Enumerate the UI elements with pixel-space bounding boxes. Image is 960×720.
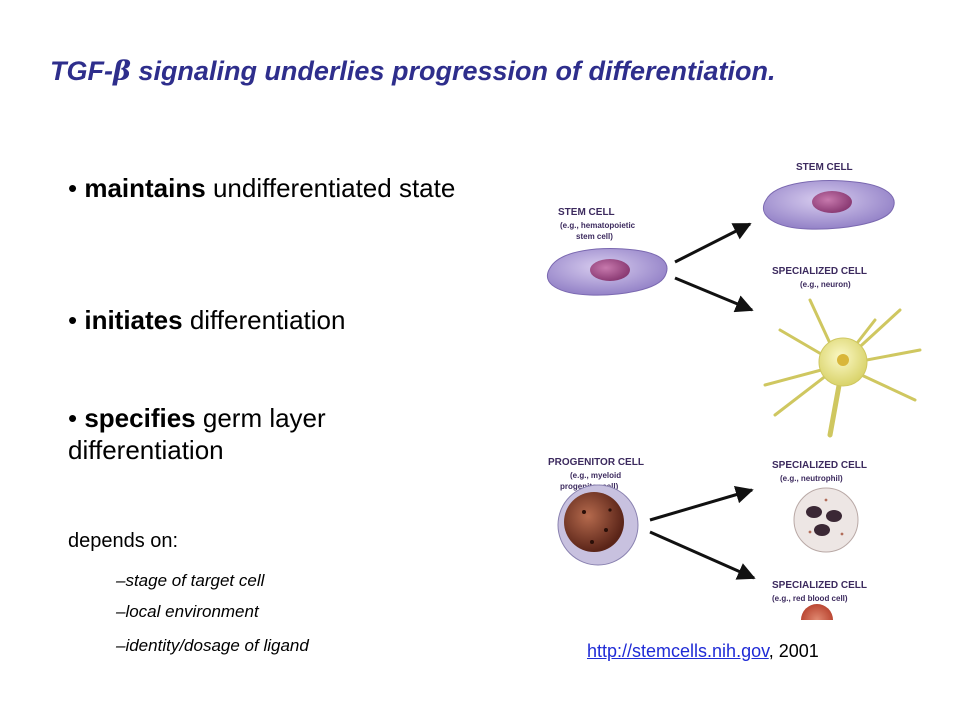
title-prefix: TGF- bbox=[50, 56, 113, 86]
stem-cell-differentiation-figure: STEM CELL (e.g., hematopoietic stem cell… bbox=[547, 162, 922, 620]
title-greek: β bbox=[112, 56, 131, 87]
bullet-marker: • bbox=[68, 305, 78, 335]
label-stem-cell-right: STEM CELL bbox=[796, 162, 853, 173]
bullet-keyword: specifies bbox=[84, 403, 196, 433]
neuron-illustration bbox=[763, 298, 922, 438]
label-stem-cell-left: STEM CELL bbox=[558, 207, 615, 218]
depends-item-stage: –stage of target cell bbox=[116, 571, 265, 590]
label-progenitor-sub1: (e.g., myeloid bbox=[570, 471, 621, 480]
bullet-text: differentiation bbox=[182, 305, 346, 335]
label-specialized-neutrophil-sub: (e.g., neutrophil) bbox=[780, 474, 843, 483]
slide-title: TGF-β signaling underlies progression of… bbox=[50, 56, 930, 87]
label-stem-cell-left-sub1: (e.g., hematopoietic bbox=[560, 221, 636, 230]
label-stem-cell-left-sub2: stem cell) bbox=[576, 232, 613, 241]
bullet-specifies: • specifies germ layer differentiation bbox=[68, 402, 488, 466]
progenitor-cell-illustration bbox=[557, 484, 639, 566]
bullet-text: germ layer differentiation bbox=[68, 403, 326, 465]
label-specialized-neuron-sub: (e.g., neuron) bbox=[800, 280, 851, 289]
neutrophil-illustration bbox=[793, 487, 859, 553]
source-year: , 2001 bbox=[768, 641, 819, 661]
depends-heading: depends on: bbox=[68, 530, 179, 552]
depends-item-environment: –local environment bbox=[116, 602, 259, 621]
bullet-maintains: • maintains undifferentiated state bbox=[68, 172, 488, 204]
bullet-keyword: initiates bbox=[84, 305, 183, 335]
source-citation: http://stemcells.nih.gov, 2001 bbox=[587, 641, 819, 662]
arrow-to-neutrophil bbox=[649, 485, 754, 522]
arrow-to-stem-cell bbox=[674, 222, 752, 264]
bullet-marker: • bbox=[68, 173, 78, 203]
stem-cell-left-illustration bbox=[547, 248, 668, 296]
arrow-to-neuron bbox=[674, 276, 754, 313]
source-link[interactable]: http://stemcells.nih.gov bbox=[587, 641, 769, 661]
title-suffix: signaling underlies progression of diffe… bbox=[130, 56, 776, 86]
bullet-initiates: • initiates differentiation bbox=[68, 304, 488, 336]
stem-cell-right-illustration bbox=[763, 180, 895, 230]
label-specialized-rbc-sub: (e.g., red blood cell) bbox=[772, 594, 848, 603]
bullet-text: undifferentiated state bbox=[205, 173, 456, 203]
arrow-to-red-blood-cell bbox=[649, 530, 756, 580]
label-specialized-rbc: SPECIALIZED CELL bbox=[772, 580, 867, 591]
red-blood-cell-illustration bbox=[801, 604, 833, 620]
label-specialized-neuron: SPECIALIZED CELL bbox=[772, 266, 867, 277]
bullet-marker: • bbox=[68, 403, 78, 433]
label-progenitor: PROGENITOR CELL bbox=[548, 457, 644, 468]
depends-item-ligand: –identity/dosage of ligand bbox=[116, 636, 309, 655]
bullet-keyword: maintains bbox=[84, 173, 206, 203]
label-specialized-neutrophil: SPECIALIZED CELL bbox=[772, 460, 867, 471]
